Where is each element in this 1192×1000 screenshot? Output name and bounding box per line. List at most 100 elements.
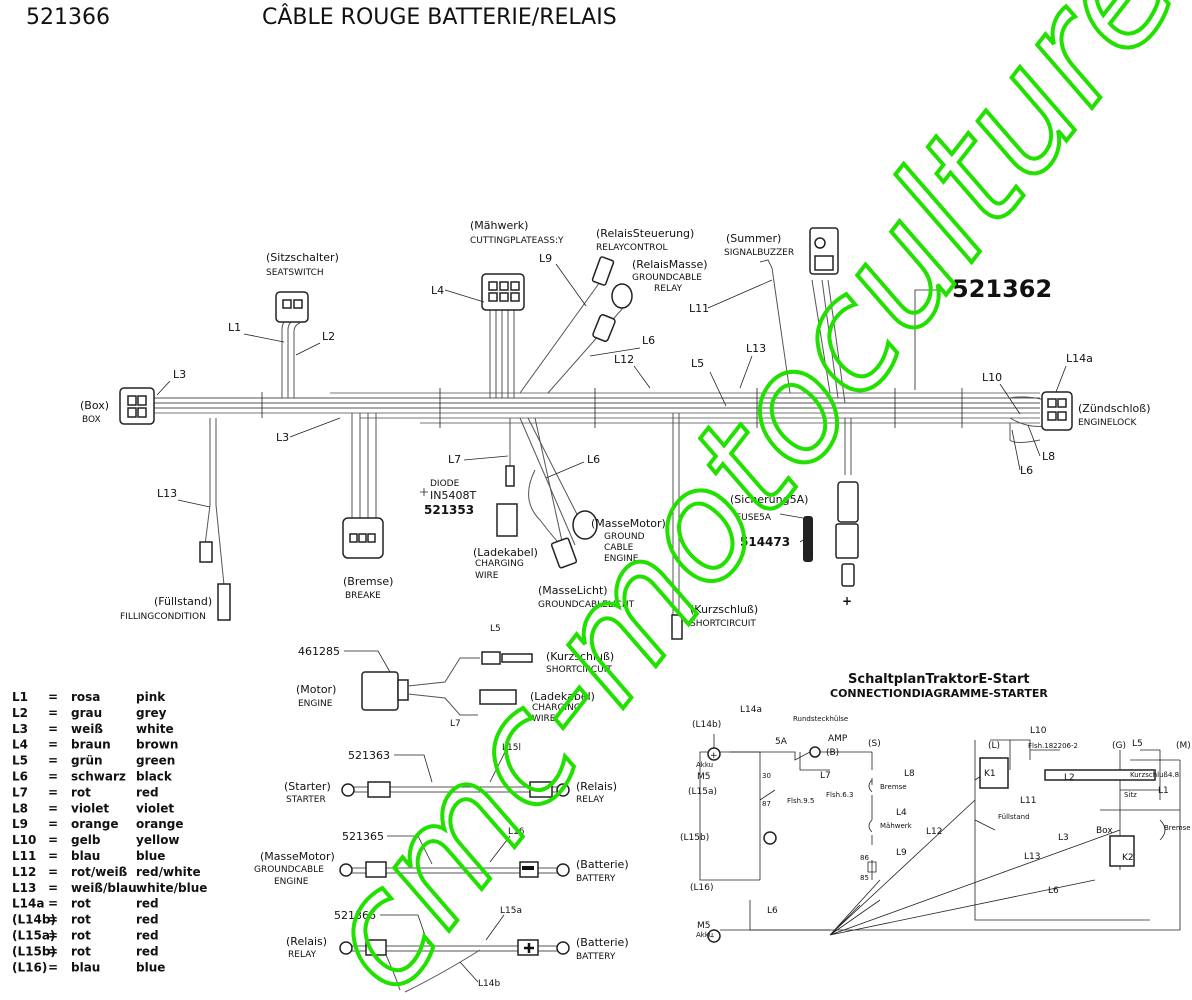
legend-eq: = — [48, 849, 58, 863]
fill-connector-b — [217, 583, 231, 621]
brake-label-en: BREAKE — [345, 591, 381, 601]
summer-label: (Summer) — [726, 232, 781, 245]
sub3-right-de: (Batterie) — [576, 858, 629, 871]
legend-code: (L15a) — [12, 929, 55, 943]
relay-ground-eyelet — [611, 283, 633, 309]
legend-en: red/white — [136, 865, 201, 879]
brake-label: (Bremse) — [343, 575, 393, 588]
sch-maehwerk-1: Mähwerk — [880, 822, 913, 830]
legend-en: violet — [136, 801, 174, 815]
sch-bremse-2: Bremse — [1164, 824, 1191, 832]
tag-l2: L2 — [322, 330, 335, 343]
tag-l6-mid: L6 — [587, 453, 600, 466]
sch-30: 30 — [762, 772, 771, 780]
engine-ground-eyelet — [572, 510, 598, 540]
sch-bremse-1: Bremse — [880, 783, 907, 791]
legend-de: orange — [71, 817, 119, 831]
legend-code: (L16) — [12, 960, 47, 974]
header-part-number: 521366 — [26, 5, 110, 30]
legend-en: white/blue — [136, 881, 207, 895]
legend-en: red — [136, 785, 159, 799]
legend-de: schwarz — [71, 770, 126, 784]
tag-l13-top: L13 — [746, 342, 766, 355]
sub2-right-de: (Relais) — [576, 780, 617, 793]
tag-l5: L5 — [691, 357, 704, 370]
sch-l14a: L14a — [740, 705, 762, 715]
sub3-right-en: BATTERY — [576, 874, 616, 884]
fuse-plus-sign: + — [842, 594, 852, 608]
sub2-part: 521363 — [348, 749, 390, 762]
tag-l3-top: L3 — [173, 368, 186, 381]
tag-l7: L7 — [448, 453, 461, 466]
tag-l1: L1 — [228, 321, 241, 334]
legend-en: yellow — [136, 833, 180, 847]
sch-rundsteck: Rundsteckhülse — [793, 715, 848, 723]
sch-l14b: (L14b) — [692, 720, 721, 730]
ignition-label: (Zündschloß) — [1078, 402, 1151, 415]
sub3-left-en: GROUNDCABLE — [254, 865, 324, 875]
legend-eq: = — [48, 770, 58, 784]
legend-code: L11 — [12, 849, 36, 863]
box-label: (Box) — [80, 399, 109, 412]
legend-eq: = — [48, 897, 58, 911]
sub1-top-de: (Kurzschluß) — [546, 650, 614, 663]
sub1-top-en: SHORTCIRCUIT — [546, 665, 612, 675]
sch-akku-bottom: Akku — [696, 931, 713, 939]
ignition-connector — [1041, 391, 1073, 431]
sub3-tag: L16 — [508, 827, 525, 837]
ignition-label-en: ENGINELOCK — [1078, 418, 1138, 428]
box-label-en: BOX — [82, 415, 101, 425]
sch-l4: L4 — [896, 808, 907, 818]
tag-l3-bottom: L3 — [276, 431, 289, 444]
engine-ground-label-en2: CABLE — [604, 543, 634, 553]
sch-l: (L) — [988, 741, 1000, 751]
legend-de: rot/weiß — [71, 865, 128, 879]
sch-l13: L13 — [1024, 852, 1040, 862]
sch-g: (G) — [1112, 741, 1126, 751]
tag-l6-right: L6 — [1020, 464, 1033, 477]
fill-label-en: FILLINGCONDITION — [120, 612, 206, 622]
fill-connector-a — [199, 541, 213, 563]
sch-l11: L11 — [1020, 796, 1036, 806]
legend-de: weiß — [71, 722, 103, 736]
legend-en: grey — [136, 706, 167, 720]
legend-de: rot — [71, 785, 91, 799]
mower-connector — [481, 273, 525, 311]
legend-de: rot — [71, 913, 91, 927]
sub4-tag: L15a — [500, 906, 522, 916]
legend-code: L2 — [12, 706, 28, 720]
legend-en: black — [136, 770, 173, 784]
legend-de: rosa — [71, 690, 100, 704]
engine-ground-label-en3: ENGINE — [604, 554, 639, 564]
fuse-label-en: FUSE5A — [736, 513, 772, 523]
sub2-left-en: STARTER — [286, 795, 326, 805]
legend-eq: = — [48, 929, 58, 943]
legend-en: brown — [136, 738, 178, 752]
legend-de: violet — [71, 801, 109, 815]
seatswitch-label: (Sitzschalter) — [266, 251, 339, 264]
sch-l15a: (L15a) — [688, 787, 717, 797]
sub2-left-de: (Starter) — [284, 780, 331, 793]
fuse-holder — [837, 481, 859, 523]
sch-flsh182: Flsh.182206-2 — [1028, 742, 1078, 750]
legend-en: pink — [136, 690, 166, 704]
diode-label: DIODE — [430, 479, 460, 489]
sub4-tag2: L14b — [478, 979, 500, 989]
charging-label-en2: WIRE — [475, 571, 499, 581]
legend-de: gelb — [71, 833, 101, 847]
engine-ground-label-en: GROUND — [604, 532, 645, 542]
legend-eq: = — [48, 833, 58, 847]
legend-de: blau — [71, 849, 100, 863]
sch-s: (S) — [868, 739, 881, 749]
mower-label: (Mähwerk) — [470, 219, 528, 232]
sub-cable-521365: 521365 L16 (MasseMotor) GROUNDCABLE ENGI… — [254, 827, 629, 887]
sub1-bot-de: (Ladekabel) — [530, 690, 595, 703]
schematic: SchaltplanTraktorE-Start CONNECTIONDIAGR… — [680, 672, 1191, 943]
relay-ground-label-en: GROUNDCABLE — [632, 273, 702, 283]
legend-eq: = — [48, 690, 58, 704]
sch-sitz: Sitz — [1124, 791, 1137, 799]
legend-de: rot — [71, 929, 91, 943]
seatswitch-connector — [275, 291, 309, 323]
sch-l16: (L16) — [690, 883, 714, 893]
